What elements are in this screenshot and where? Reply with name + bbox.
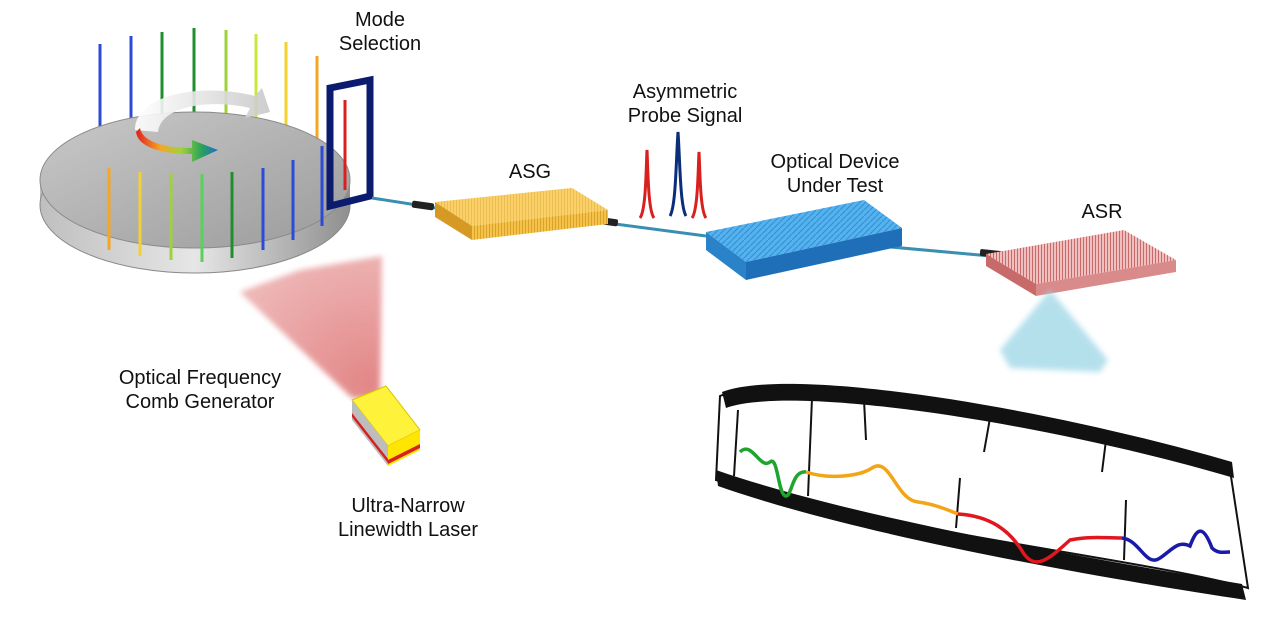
optical-device-line-1: Optical Device — [770, 151, 900, 173]
asymmetric-probe-line-1: Asymmetric — [632, 81, 738, 103]
laser-line-2: Linewidth Laser — [337, 519, 479, 541]
optical-device-line-2: Under Test — [786, 175, 884, 197]
laser-cone — [240, 256, 382, 398]
laser-chip — [351, 385, 421, 466]
laser-label: Ultra-Narrow Linewidth Laser — [318, 494, 498, 542]
laser-line-1: Ultra-Narrow — [351, 495, 465, 517]
asr-block — [986, 230, 1176, 296]
asg-block — [435, 188, 608, 240]
mode-selection-label: Mode Selection — [330, 8, 430, 56]
asymmetric-probe-line-2: Probe Signal — [627, 105, 743, 127]
rotation-arrow-icon — [135, 88, 270, 162]
mode-selection-filter — [326, 75, 374, 211]
ofcg-line-1: Optical Frequency — [118, 367, 282, 389]
dut-block — [706, 200, 902, 280]
ofcg-line-2: Comb Generator — [125, 391, 275, 413]
asymmetric-probe-signal — [638, 131, 708, 219]
mode-selection-line-1: Mode — [354, 9, 406, 31]
film-strip-icon — [714, 383, 1250, 600]
asr-detection-cone — [1000, 290, 1108, 372]
mode-selection-line-2: Selection — [338, 33, 422, 55]
comb-lines-front — [107, 146, 324, 262]
optical-device-label: Optical Device Under Test — [740, 150, 930, 198]
comb-lines-back — [98, 28, 319, 142]
film-traces — [738, 447, 1231, 564]
asymmetric-probe-label: Asymmetric Probe Signal — [600, 80, 770, 128]
asg-label: ASG — [508, 161, 552, 183]
ofcg-disc — [39, 111, 351, 274]
asr-label: ASR — [1081, 201, 1123, 223]
ofcg-label: Optical Frequency Comb Generator — [100, 366, 300, 414]
